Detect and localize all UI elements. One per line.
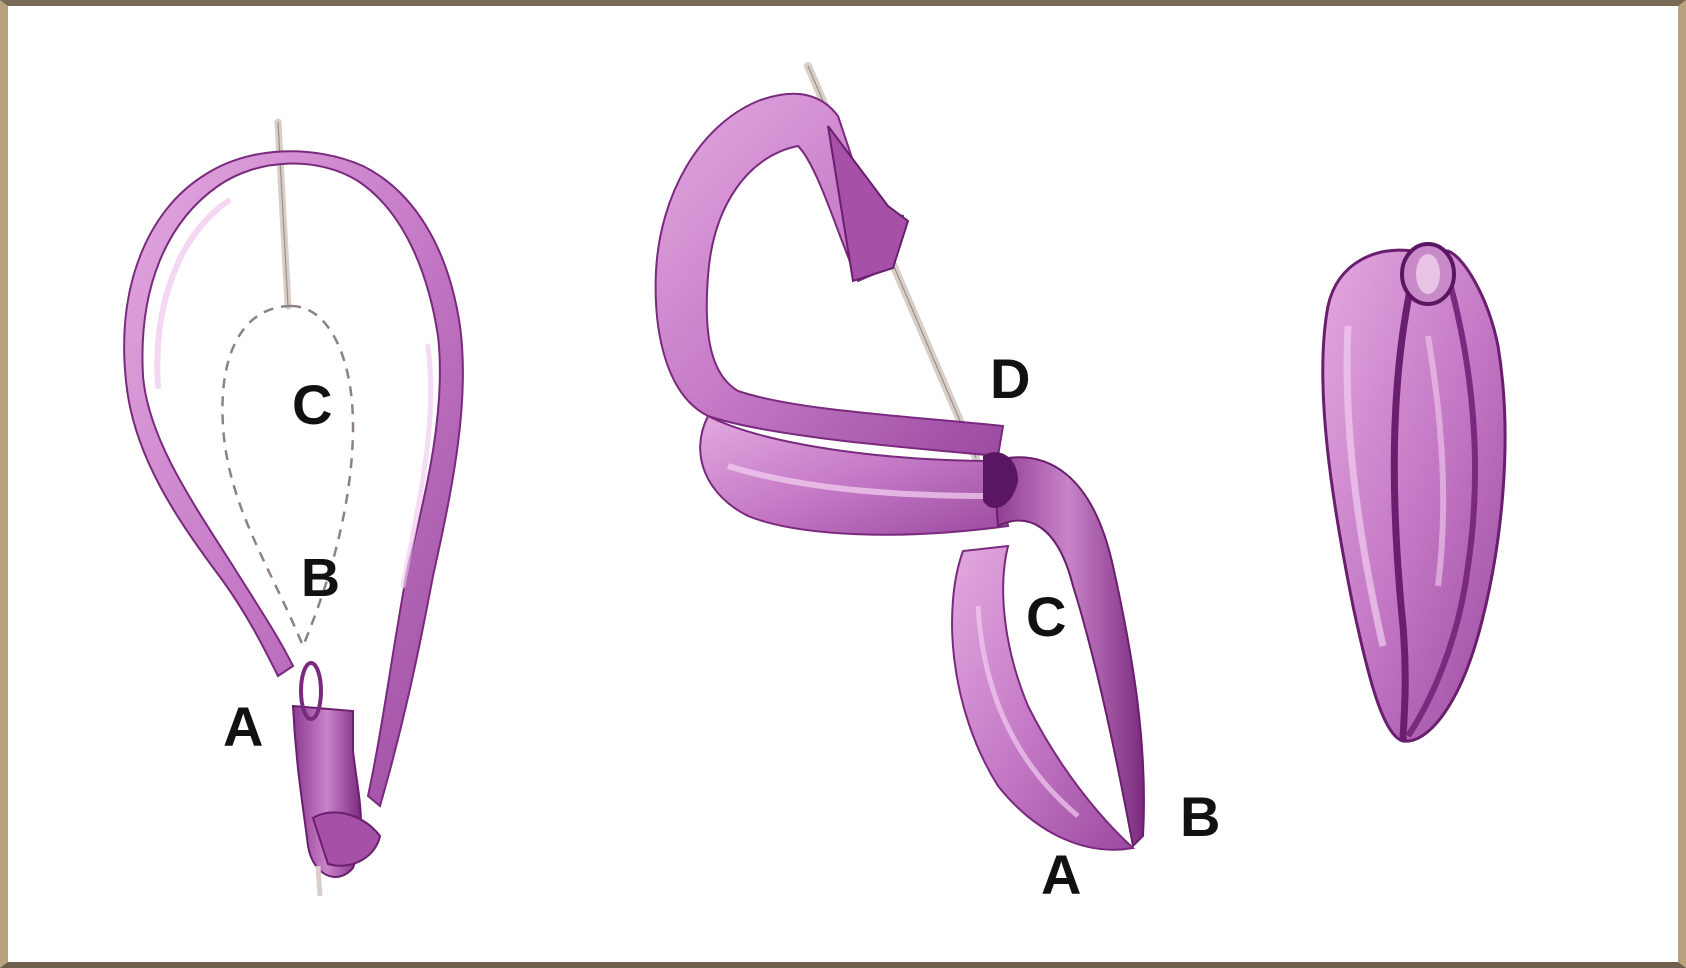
label-a-step-1: A	[223, 695, 263, 758]
step-1-figure: A B C	[124, 122, 463, 896]
label-c-step-2: C	[1026, 585, 1066, 648]
label-b-step-1: B	[301, 548, 340, 608]
label-c-step-1: C	[292, 373, 332, 436]
step-3-figure	[1323, 244, 1505, 741]
label-a-step-2: A	[1041, 843, 1081, 906]
step-2-figure: D C A B	[656, 66, 1221, 906]
label-b-step-2: B	[1180, 785, 1220, 848]
ribbon-stitch-illustration: A B C D C A B	[8, 6, 1678, 962]
label-d-step-2: D	[990, 347, 1030, 410]
ribbon-petal-step-3	[1323, 250, 1505, 741]
